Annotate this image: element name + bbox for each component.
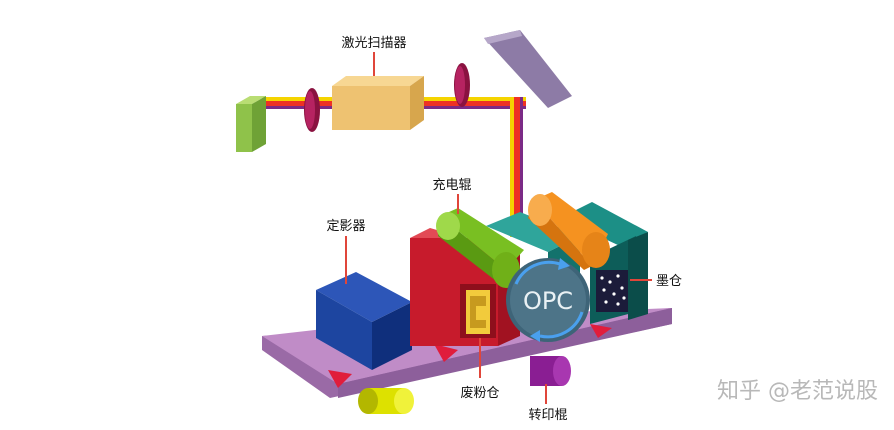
lens-right (454, 63, 470, 107)
toner-hopper-label: 墨仓 (656, 274, 682, 289)
laser-beam-vertical (510, 97, 523, 237)
fuser-label: 定影器 (326, 219, 365, 234)
waste-toner-housing (410, 228, 520, 346)
arrow-marker (328, 370, 352, 388)
mirror (484, 30, 572, 108)
lens-left (304, 88, 320, 132)
arrow-marker (434, 344, 458, 362)
rotation-arrow-head (530, 330, 540, 342)
watermark: 知乎 @老范说股 (717, 379, 878, 404)
waste-toner-bin-label: 废粉仓 (460, 385, 499, 401)
developer-roller (528, 192, 610, 270)
transfer-roller-label: 转印棍 (528, 408, 567, 423)
laser-scanner-label: 激光扫描器 (341, 36, 406, 51)
laser-scanner-box (332, 76, 424, 130)
transfer-roller (530, 356, 571, 386)
charge-roller-label: 充电辊 (432, 177, 471, 193)
rotation-arrow (539, 311, 584, 339)
arrow-marker (590, 324, 612, 338)
rotation-arrow-head (558, 258, 570, 270)
fuser-block (316, 272, 412, 370)
opc-label: OPC (523, 287, 573, 315)
opc-drum: OPC (506, 258, 590, 342)
rotation-arrow (514, 260, 561, 285)
yellow-roller (358, 388, 414, 414)
charge-roller (436, 208, 524, 288)
toner-particles (600, 274, 626, 306)
laser-source (236, 96, 266, 152)
